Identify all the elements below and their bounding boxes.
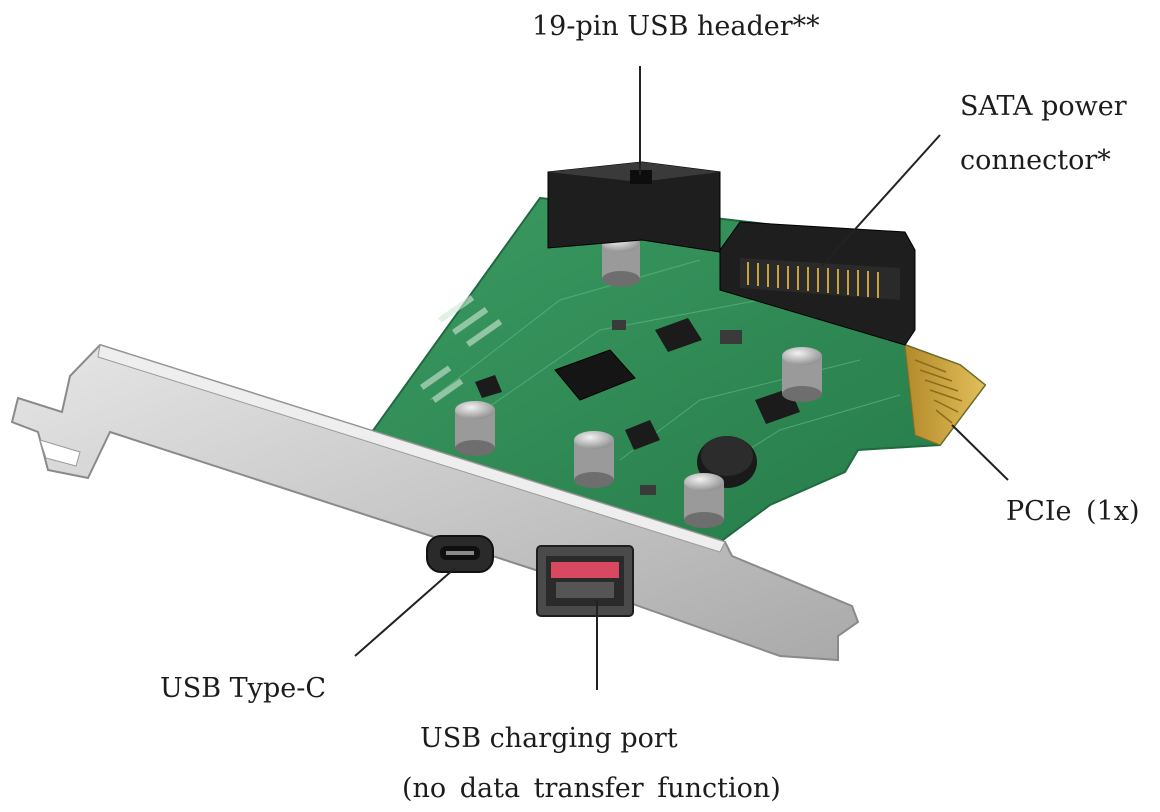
usb-type-c-port: [426, 535, 494, 573]
charging-port-callout-line2: (no data transfer function): [402, 773, 781, 804]
sata-power-callout-line2: connector*: [960, 145, 1111, 176]
usb-header-callout: 19-pin USB header**: [532, 11, 820, 42]
controller-chip: [554, 349, 636, 401]
pcie-callout: PCIe (1x): [1006, 496, 1140, 527]
sata-power-callout-line1: SATA power: [960, 91, 1127, 122]
usb-type-c-callout: USB Type-C: [160, 673, 326, 704]
pcie-gold-contacts: [904, 344, 986, 446]
usb-header-connector: [547, 161, 721, 253]
sata-power-connector: [719, 221, 916, 346]
usb-charging-port: [536, 545, 634, 617]
capacitors: [455, 234, 822, 528]
leader-usb-type-c: [354, 567, 456, 657]
leader-lines: [354, 66, 1009, 690]
leader-sata-power: [821, 134, 941, 267]
leader-pcie: [951, 424, 1009, 481]
charging-port-callout-line1: USB charging port: [420, 723, 678, 754]
metal-bracket: [10, 343, 860, 662]
